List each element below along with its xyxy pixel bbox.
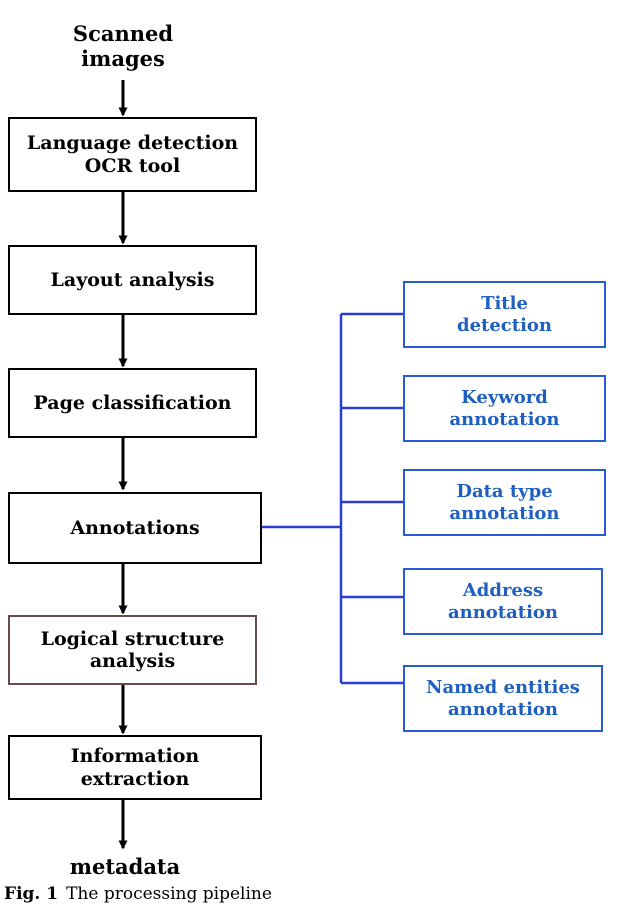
branch-data-type-annotation[interactable]: Data type annotation [403,469,606,536]
start-label-line1: Scanned [72,21,174,46]
figure-caption: Fig. 1 The processing pipeline [4,884,636,904]
branch-title-detection-line1: Title [481,293,528,315]
node-logical-structure-analysis-line2: analysis [89,650,176,672]
node-layout-analysis[interactable]: Layout analysis [8,245,257,315]
node-page-classification[interactable]: Page classification [8,368,257,438]
node-annotations-line1: Annotations [70,516,200,539]
branch-data-type-annotation-line1: Data type [456,481,553,503]
branch-keyword-annotation-line2: annotation [449,408,560,430]
node-language-detection-ocr-tool[interactable]: Language detection OCR tool [8,117,257,192]
start-label: Scanned images [48,21,198,72]
branch-address-annotation-line2: annotation [447,601,559,623]
start-label-line2: images [81,45,165,71]
node-annotations[interactable]: Annotations [8,492,262,564]
end-label: metadata [69,854,181,879]
node-logical-structure-analysis[interactable]: Logical structure analysis [8,615,257,685]
branch-named-entities-annotation[interactable]: Named entities annotation [403,665,603,732]
node-page-classification-line1: Page classification [33,391,232,414]
node-language-detection-ocr-tool-line1: Language detection [26,132,239,155]
figure-caption-label: Fig. 1 [4,884,59,904]
branch-named-entities-annotation-line1: Named entities [426,677,580,699]
branch-keyword-annotation[interactable]: Keyword annotation [403,375,606,442]
node-information-extraction-line2: extraction [80,767,190,790]
branch-title-detection[interactable]: Title detection [403,281,606,348]
branch-named-entities-annotation-line2: annotation [447,698,559,720]
node-information-extraction-line1: Information [70,745,200,768]
branch-address-annotation-line1: Address [462,580,544,602]
branch-address-annotation[interactable]: Address annotation [403,568,603,635]
node-layout-analysis-line1: Layout analysis [50,268,215,291]
branch-title-detection-line2: detection [456,314,552,336]
figure-caption-text: The processing pipeline [66,884,272,904]
node-information-extraction[interactable]: Information extraction [8,735,262,800]
branch-keyword-annotation-line1: Keyword [461,387,548,409]
node-logical-structure-analysis-line1: Logical structure [40,627,225,650]
branch-data-type-annotation-line2: annotation [449,502,560,524]
node-language-detection-ocr-tool-line2: OCR tool [84,154,181,177]
